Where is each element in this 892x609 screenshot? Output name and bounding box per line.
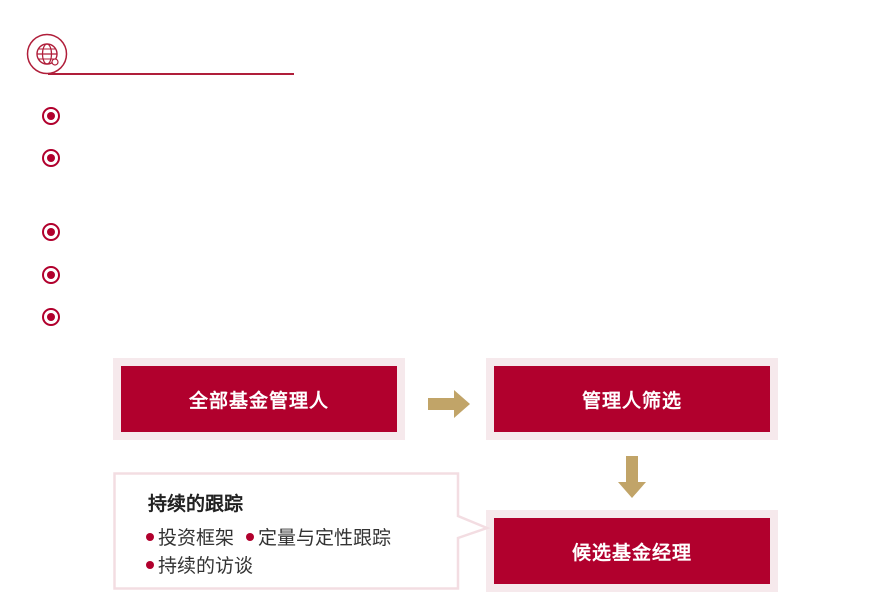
all-managers-label: 全部基金管理人 bbox=[188, 389, 329, 412]
arrow-right-icon bbox=[428, 390, 470, 422]
bullet-dot-icon bbox=[146, 532, 154, 541]
screening-label: 管理人筛选 bbox=[581, 389, 682, 412]
tracking-item-quant-qual: 定量与定性跟踪 bbox=[258, 527, 392, 549]
title-underline bbox=[48, 73, 294, 75]
radio-bullet-icon bbox=[41, 265, 61, 285]
candidates-label: 候选基金经理 bbox=[571, 541, 692, 564]
tracking-callout: 持续的跟踪 投资框架 定量与定性跟踪 持续的访谈 bbox=[113, 472, 491, 590]
arrow-down-icon bbox=[618, 456, 646, 502]
globe-icon bbox=[26, 33, 68, 75]
screening-box: 管理人筛选 bbox=[494, 366, 770, 432]
tracking-title: 持续的跟踪 bbox=[148, 493, 244, 515]
tracking-item-framework: 投资框架 bbox=[158, 527, 235, 549]
bullet-dot-icon bbox=[146, 560, 154, 569]
all-managers-box: 全部基金管理人 bbox=[121, 366, 397, 432]
bullet-dot-icon bbox=[246, 532, 255, 541]
candidates-box: 候选基金经理 bbox=[494, 518, 770, 584]
radio-bullet-icon bbox=[41, 148, 61, 168]
tracking-line-2: 持续的访谈 bbox=[146, 551, 253, 578]
radio-bullet-icon bbox=[41, 222, 61, 242]
radio-bullet-icon bbox=[41, 307, 61, 327]
tracking-item-interviews: 持续的访谈 bbox=[158, 555, 254, 577]
radio-bullet-icon bbox=[41, 106, 61, 126]
tracking-line-1: 投资框架 定量与定性跟踪 bbox=[146, 523, 391, 550]
